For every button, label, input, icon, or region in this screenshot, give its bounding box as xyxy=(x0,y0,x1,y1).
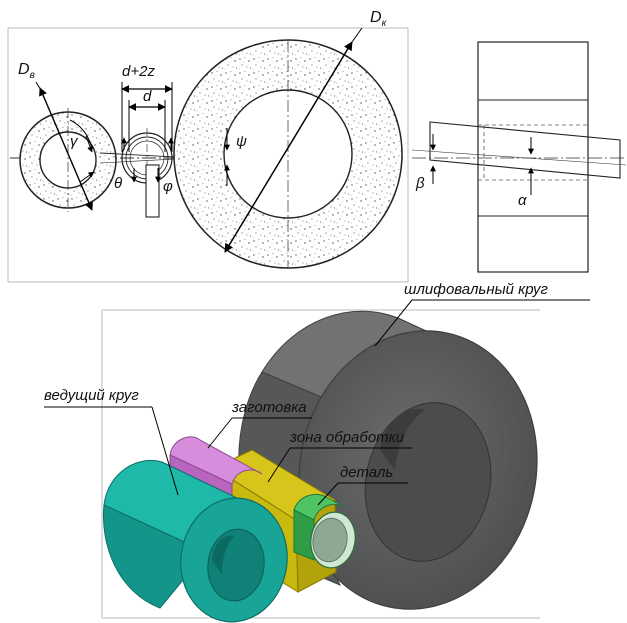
alpha-label: α xyxy=(518,192,527,209)
gamma-label: γ xyxy=(70,133,79,150)
feed-wheel-diameter-label: Dв xyxy=(18,61,35,81)
side-view-schematic xyxy=(411,41,627,273)
machining-zone-leader xyxy=(267,447,291,483)
grinding-wheel-diameter-arrow xyxy=(224,41,353,253)
feed-wheel-leader xyxy=(151,406,179,496)
workpiece-label: заготовка xyxy=(231,399,307,416)
feed-wheel-diameter-arrow xyxy=(39,87,93,211)
grinding-wheel-schematic xyxy=(173,27,403,269)
theta-label: θ xyxy=(114,175,122,192)
feed-wheel-3d xyxy=(102,460,288,623)
part-3d xyxy=(293,494,356,569)
machining-zone-label: зона обработки xyxy=(289,429,405,446)
support-blade xyxy=(145,164,160,218)
feed-wheel-label: ведущий круг xyxy=(44,387,139,404)
grinding-wheel-leader xyxy=(374,299,413,347)
top-schematic: Dв Dк d+2z d γ θ φ ψ β α xyxy=(7,9,627,283)
psi-label: ψ xyxy=(236,133,247,150)
workpiece-schematic xyxy=(99,82,291,218)
part-diameter-label: d xyxy=(143,88,152,105)
feed-wheel-schematic xyxy=(19,81,117,212)
stock-size-label: d+2z xyxy=(122,63,155,80)
beta-label: β xyxy=(415,175,425,192)
part-label: деталь xyxy=(340,464,393,481)
grinding-wheel-diameter-label: Dк xyxy=(370,9,388,29)
grinding-wheel-label: шлифовальный круг xyxy=(404,281,549,298)
tilted-workpiece xyxy=(429,121,621,179)
phi-label: φ xyxy=(163,178,173,195)
workpiece-leader xyxy=(207,417,233,449)
model-3d: шлифовальный круг ведущий круг заготовка… xyxy=(44,281,590,623)
part-leader xyxy=(317,482,339,506)
